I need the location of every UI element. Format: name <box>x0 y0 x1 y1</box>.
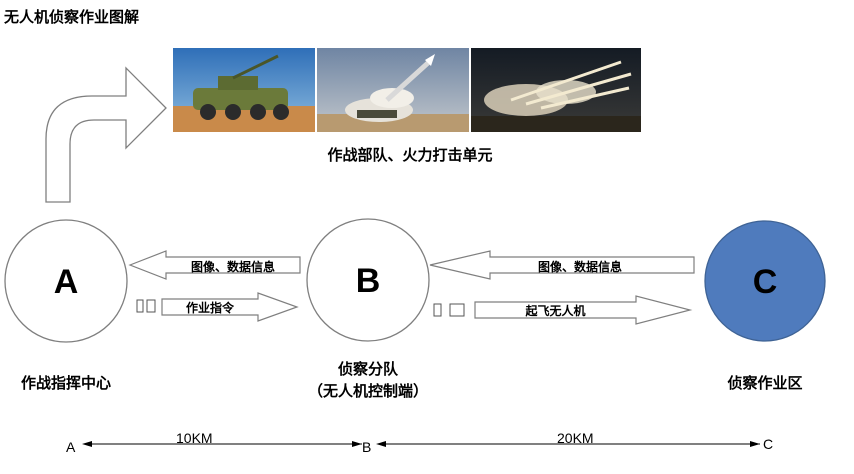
distance-end-c: C <box>763 436 774 452</box>
node-a-label: 作战指挥中心 <box>20 374 111 392</box>
marker-square <box>136 299 144 313</box>
arrowhead-right <box>750 441 760 447</box>
photo-salvo-launch <box>471 48 641 132</box>
arrowhead-right <box>352 441 362 447</box>
photo-rocket-launch <box>317 48 469 132</box>
marker-square <box>146 299 156 313</box>
diagram-title: 无人机侦察作业图解 <box>4 8 140 26</box>
photos-caption: 作战部队、火力打击单元 <box>327 146 493 164</box>
arrow-label-a-to-b: 作业指令 <box>185 301 234 315</box>
photo-armored-vehicle <box>173 48 315 132</box>
distance-bc-label: 20KM <box>557 430 594 446</box>
arrow-a-to-b <box>161 292 299 322</box>
arrow-label-b-to-a: 图像、数据信息 <box>190 260 275 274</box>
node-a-circle <box>4 219 128 343</box>
marker-square <box>433 303 442 317</box>
marker-square <box>449 303 465 317</box>
arrowhead-left <box>82 441 92 447</box>
node-c-label: 侦察作业区 <box>727 374 803 392</box>
arrowhead-left <box>376 441 386 447</box>
node-b-label-line1: 侦察分队 <box>337 360 398 378</box>
arrow-b-to-c <box>474 295 693 325</box>
node-a-letter: A <box>54 263 79 301</box>
arrow-c-to-b <box>429 250 695 280</box>
curved-up-arrow <box>45 66 167 203</box>
node-b-circle <box>306 218 430 342</box>
node-c-letter: C <box>753 263 778 301</box>
node-c-circle <box>704 220 826 342</box>
node-b-letter: B <box>356 262 381 300</box>
arrow-label-c-to-b: 图像、数据信息 <box>537 260 622 274</box>
distance-end-a: A <box>66 439 76 455</box>
distance-ab-label: 10KM <box>176 430 213 446</box>
arrow-b-to-a <box>128 250 301 280</box>
arrow-label-b-to-c: 起飞无人机 <box>525 304 586 318</box>
node-b-label-line2: （无人机控制端） <box>307 382 428 400</box>
distance-end-b: B <box>362 439 372 455</box>
